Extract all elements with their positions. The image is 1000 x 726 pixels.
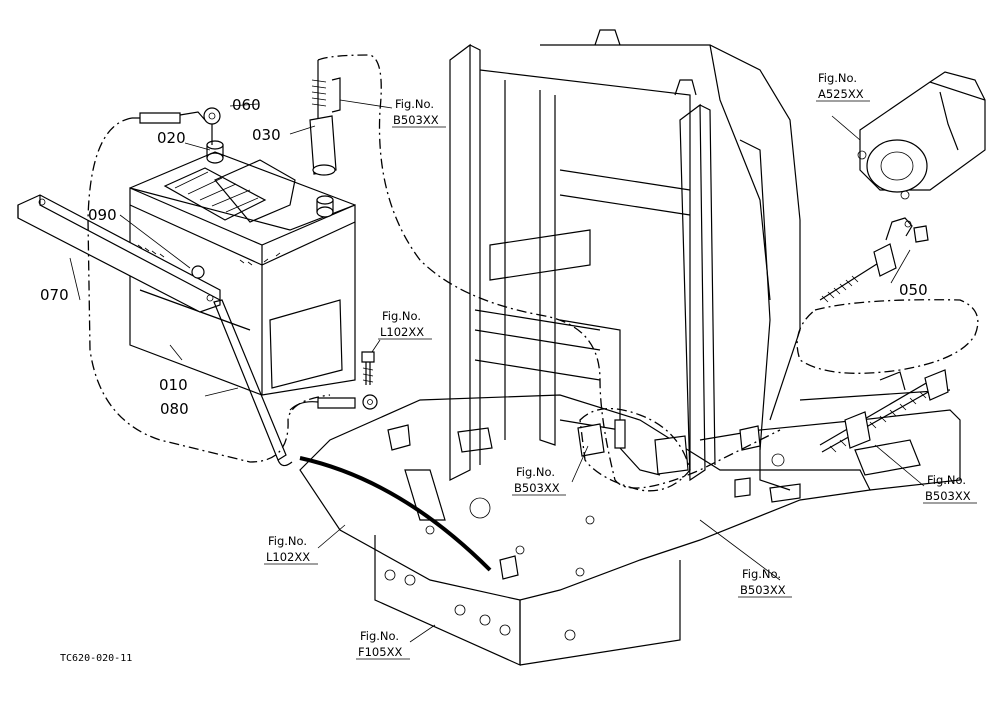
figref-b503-bottom: Fig.No. B503XX — [738, 567, 792, 598]
svg-text:Fig.No.: Fig.No. — [516, 465, 555, 479]
harness-connectors — [577, 419, 761, 498]
svg-text:Fig.No.: Fig.No. — [742, 567, 781, 581]
svg-text:L102XX: L102XX — [380, 325, 424, 339]
svg-text:L102XX: L102XX — [266, 550, 310, 564]
svg-text:B503XX: B503XX — [740, 583, 786, 597]
battery — [129, 140, 356, 396]
figref-f105: Fig.No. F105XX — [356, 629, 410, 660]
svg-text:Fig.No.: Fig.No. — [818, 71, 857, 85]
battery-group-boundary — [87, 117, 331, 463]
ground-strap — [299, 456, 492, 572]
svg-text:Fig.No.: Fig.No. — [395, 97, 434, 111]
svg-text:F105XX: F105XX — [358, 645, 402, 659]
drawing-code: TC620-020-11 — [60, 653, 132, 664]
machine-frame — [299, 29, 961, 666]
negative-cable — [132, 107, 221, 145]
figref-b503-right: Fig.No. B503XX — [923, 473, 977, 504]
battery-holder — [17, 194, 221, 313]
part-020: 020 — [157, 129, 186, 147]
svg-text:B503XX: B503XX — [514, 481, 560, 495]
part-050: 050 — [899, 281, 928, 299]
starter-motor — [857, 71, 986, 200]
positive-cable — [309, 60, 341, 176]
svg-text:B503XX: B503XX — [393, 113, 439, 127]
part-030: 030 — [252, 126, 281, 144]
figref-b503-top: Fig.No. B503XX — [392, 97, 446, 128]
part-080: 080 — [160, 400, 189, 418]
figref-l102-bottom: Fig.No. L102XX — [264, 534, 318, 565]
svg-text:Fig.No.: Fig.No. — [382, 309, 421, 323]
cable-routing-boundary — [317, 54, 781, 489]
starter-cable — [819, 217, 929, 303]
connector-boundary — [579, 407, 691, 492]
svg-text:Fig.No.: Fig.No. — [268, 534, 307, 548]
rail-detail — [819, 369, 949, 453]
part-010: 010 — [159, 376, 188, 394]
part-090: 090 — [88, 206, 117, 224]
figref-b503-mid: Fig.No. B503XX — [512, 465, 566, 496]
svg-text:Fig.No.: Fig.No. — [927, 473, 966, 487]
figref-l102-top: Fig.No. L102XX — [378, 309, 432, 340]
svg-text:A525XX: A525XX — [818, 87, 864, 101]
rail-detail-boundary — [796, 299, 979, 374]
part-060: 060 — [232, 96, 261, 114]
figref-a525: Fig.No. A525XX — [816, 71, 870, 102]
svg-text:Fig.No.: Fig.No. — [360, 629, 399, 643]
part-070: 070 — [40, 286, 69, 304]
j-bolt — [213, 299, 293, 467]
svg-text:B503XX: B503XX — [925, 489, 971, 503]
leader-lines — [69, 99, 925, 643]
ground-cable — [289, 351, 378, 411]
